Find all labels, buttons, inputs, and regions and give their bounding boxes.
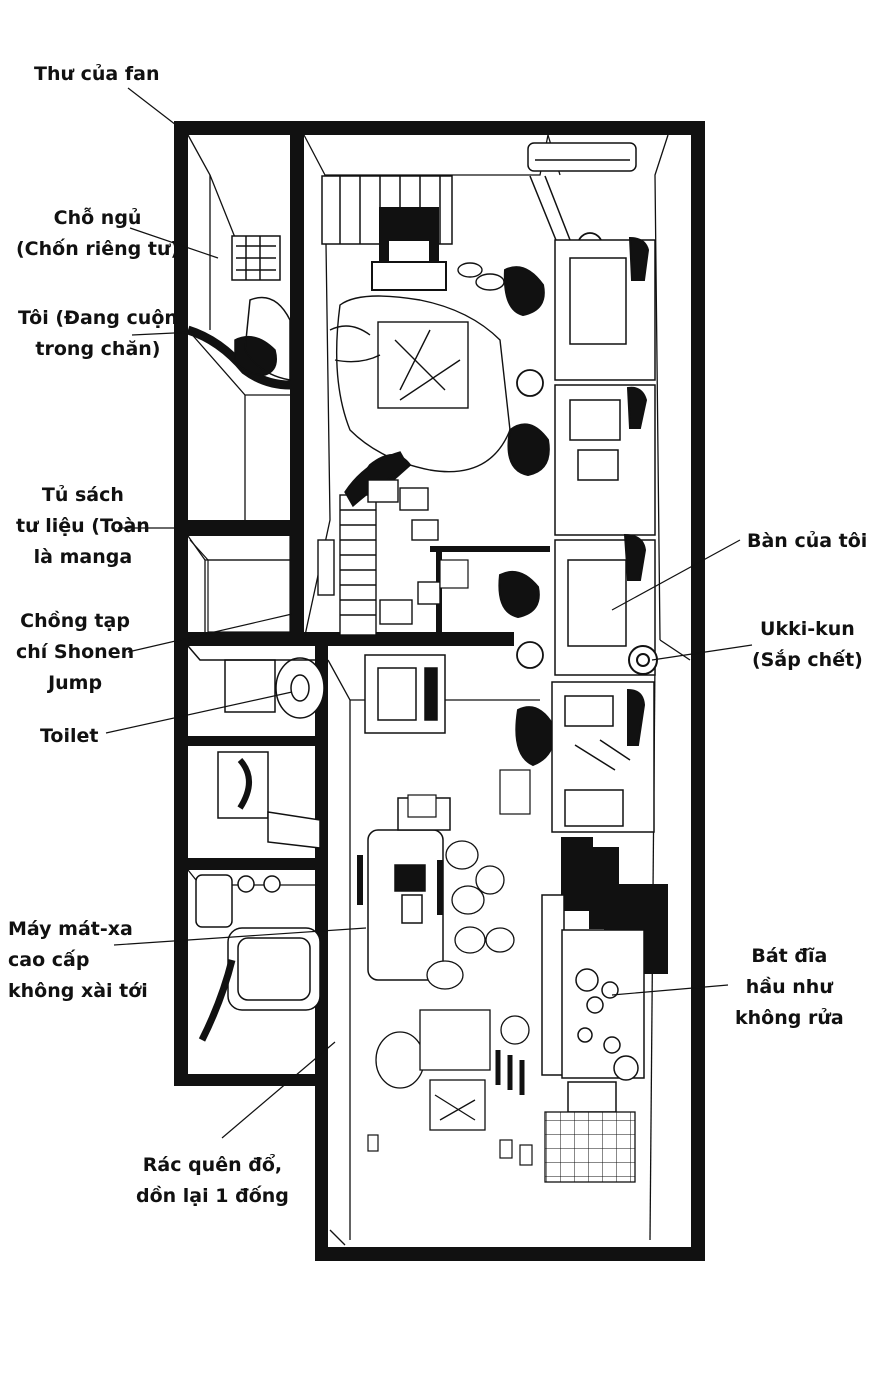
floor-papers	[367, 559, 533, 1166]
desk-items	[623, 236, 650, 746]
ukki-kun	[628, 645, 658, 675]
label-bookshelf: Tủ sách tư liệu (Toàn là manga	[16, 484, 150, 568]
label-toilet: Toilet	[40, 725, 99, 747]
left-storage	[189, 536, 291, 633]
kitchen-unit	[364, 654, 446, 734]
sink	[541, 894, 645, 1113]
label-sleeping-spot: Chỗ ngủ (Chốn riêng tư)	[16, 207, 180, 260]
bathroom	[195, 874, 321, 1042]
label-dishes: Bát đĩa hầu như không rửa	[735, 945, 844, 1029]
sleeping-nook	[186, 235, 291, 390]
label-trash-pile: Rác quên đổ, dồn lại 1 đống	[136, 1154, 289, 1207]
label-ukki-kun: Ukki-kun (Sắp chết)	[752, 618, 863, 671]
label-massage-machine: Máy mát-xa cao cấp không xài tới	[8, 918, 148, 1002]
bookshelf	[317, 451, 409, 636]
massage-chair	[357, 797, 451, 981]
washroom	[217, 751, 321, 849]
toilet-room	[187, 645, 325, 719]
label-my-desk: Bàn của tôi	[747, 530, 868, 552]
tiled-floor	[544, 1111, 636, 1183]
desks	[551, 239, 656, 833]
label-jump-stack: Chồng tạp chí Shonen Jump	[16, 610, 135, 694]
futon	[329, 262, 511, 473]
label-fan-letters: Thư của fan	[34, 63, 160, 85]
label-me-in-blanket: Tôi (Đang cuộn trong chăn)	[18, 307, 178, 360]
trash-pile	[375, 840, 530, 1131]
jump-stacks	[367, 479, 441, 625]
outer-walls	[174, 121, 705, 1261]
tv-set	[371, 207, 447, 291]
leader-lines	[105, 87, 753, 1139]
